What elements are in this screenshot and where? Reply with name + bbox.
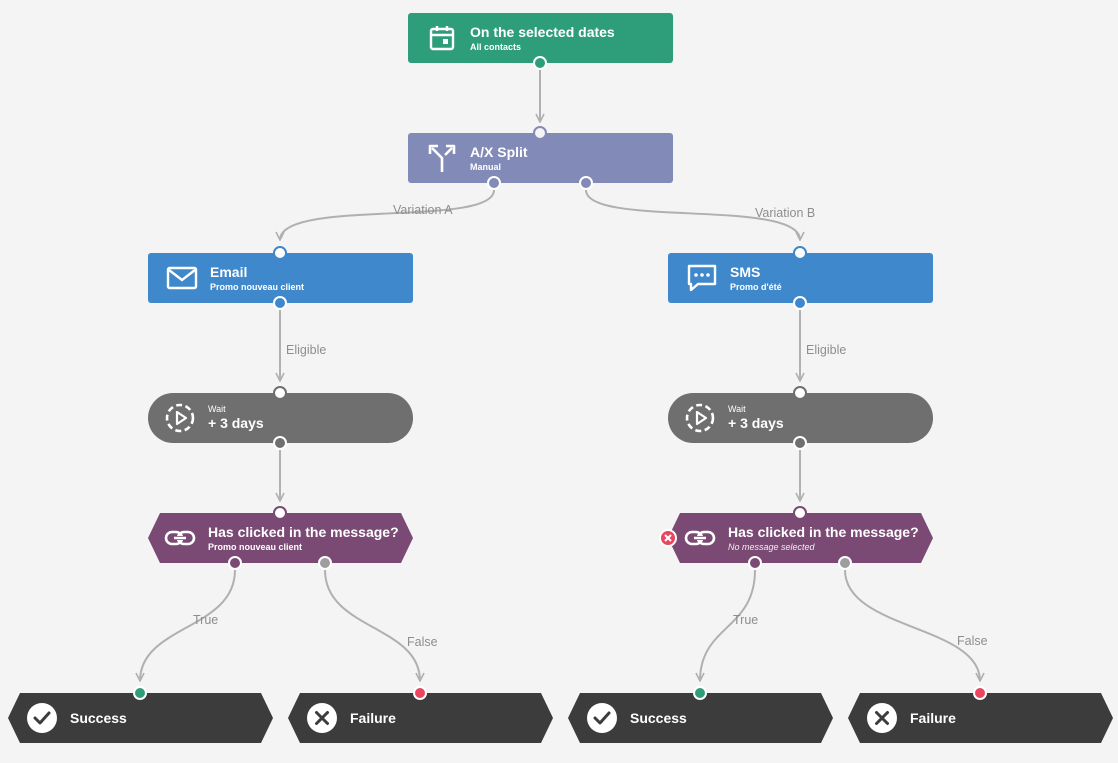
node-failure-a[interactable]: Failure: [288, 693, 553, 743]
node-title: Failure: [910, 709, 956, 726]
port-wait-b-out[interactable]: [793, 436, 807, 450]
node-condition-b[interactable]: Has clicked in the message? No message s…: [668, 513, 933, 563]
port-split-in[interactable]: [533, 126, 547, 140]
edge-label-variation-b: Variation B: [755, 206, 815, 220]
node-title: On the selected dates: [470, 23, 615, 40]
port-wait-a-in[interactable]: [273, 386, 287, 400]
node-caption: Wait: [728, 404, 746, 414]
port-failure-b-in[interactable]: [973, 686, 987, 700]
node-wait-a[interactable]: Wait + 3 days: [148, 393, 413, 443]
port-split-out-b[interactable]: [579, 176, 593, 190]
node-title: Failure: [350, 709, 396, 726]
node-subtitle: No message selected: [728, 541, 815, 552]
node-caption: Wait: [208, 404, 226, 414]
edge-cond-a-true[interactable]: True: [140, 569, 236, 681]
edge-label-false-a: False: [407, 635, 438, 649]
edge-label-true-a: True: [193, 613, 218, 627]
port-cond-b-true[interactable]: [748, 556, 762, 570]
port-split-out-a[interactable]: [487, 176, 501, 190]
edge-sms-to-wait[interactable]: Eligible: [800, 310, 846, 381]
port-failure-a-in[interactable]: [413, 686, 427, 700]
check-circle-icon: [26, 702, 58, 734]
port-wait-a-out[interactable]: [273, 436, 287, 450]
link-icon: [684, 522, 716, 554]
node-success-a[interactable]: Success: [8, 693, 273, 743]
node-subtitle: Promo nouveau client: [210, 281, 305, 292]
port-cond-b-in[interactable]: [793, 506, 807, 520]
node-trigger[interactable]: On the selected dates All contacts: [408, 13, 673, 63]
check-circle-icon: [586, 702, 618, 734]
port-cond-b-false[interactable]: [838, 556, 852, 570]
node-email[interactable]: Email Promo nouveau client: [148, 253, 413, 303]
edge-label-variation-a: Variation A: [393, 203, 453, 217]
port-sms-out[interactable]: [793, 296, 807, 310]
port-trigger-out[interactable]: [533, 56, 547, 70]
timer-play-icon: [684, 402, 716, 434]
envelope-icon: [166, 262, 198, 294]
edge-label-eligible-b: Eligible: [806, 343, 846, 357]
edge-label-eligible-a: Eligible: [286, 343, 326, 357]
port-email-out[interactable]: [273, 296, 287, 310]
node-success-b[interactable]: Success: [568, 693, 833, 743]
chat-bubble-icon: [686, 262, 718, 294]
node-wait-b[interactable]: Wait + 3 days: [668, 393, 933, 443]
port-wait-b-in[interactable]: [793, 386, 807, 400]
node-subtitle: All contacts: [470, 41, 522, 52]
error-x-icon[interactable]: [659, 529, 677, 547]
node-ax-split[interactable]: A/X Split Manual: [408, 133, 673, 183]
port-cond-a-in[interactable]: [273, 506, 287, 520]
edge-split-to-sms[interactable]: Variation B: [585, 189, 815, 240]
node-title: Success: [70, 709, 127, 726]
port-cond-a-true[interactable]: [228, 556, 242, 570]
node-title: Email: [210, 263, 248, 280]
node-title: + 3 days: [208, 415, 264, 431]
x-circle-icon: [306, 702, 338, 734]
edge-email-to-wait[interactable]: Eligible: [280, 310, 326, 381]
edge-split-to-email[interactable]: Variation A: [280, 189, 495, 240]
node-title: Has clicked in the message?: [728, 523, 919, 540]
port-sms-in[interactable]: [793, 246, 807, 260]
split-arrows-icon: [426, 142, 458, 174]
node-title: Success: [630, 709, 687, 726]
timer-play-icon: [164, 402, 196, 434]
link-icon: [164, 522, 196, 554]
node-subtitle: Promo nouveau client: [208, 541, 303, 552]
port-success-a-in[interactable]: [133, 686, 147, 700]
calendar-icon: [426, 22, 458, 54]
port-cond-a-false[interactable]: [318, 556, 332, 570]
edge-cond-a-false[interactable]: False: [324, 569, 438, 681]
node-sms[interactable]: SMS Promo d'été: [668, 253, 933, 303]
edge-label-false-b: False: [957, 634, 988, 648]
node-condition-a[interactable]: Has clicked in the message? Promo nouvea…: [148, 513, 413, 563]
x-circle-icon: [866, 702, 898, 734]
edge-cond-b-true[interactable]: True: [700, 569, 758, 681]
port-email-in[interactable]: [273, 246, 287, 260]
edge-cond-b-false[interactable]: False: [844, 569, 988, 681]
node-subtitle: Manual: [470, 161, 502, 172]
node-title: + 3 days: [728, 415, 784, 431]
node-failure-b[interactable]: Failure: [848, 693, 1113, 743]
node-title: A/X Split: [470, 143, 528, 160]
port-success-b-in[interactable]: [693, 686, 707, 700]
node-title: SMS: [730, 263, 761, 280]
edge-label-true-b: True: [733, 613, 758, 627]
node-subtitle: Promo d'été: [730, 281, 782, 292]
node-title: Has clicked in the message?: [208, 523, 399, 540]
